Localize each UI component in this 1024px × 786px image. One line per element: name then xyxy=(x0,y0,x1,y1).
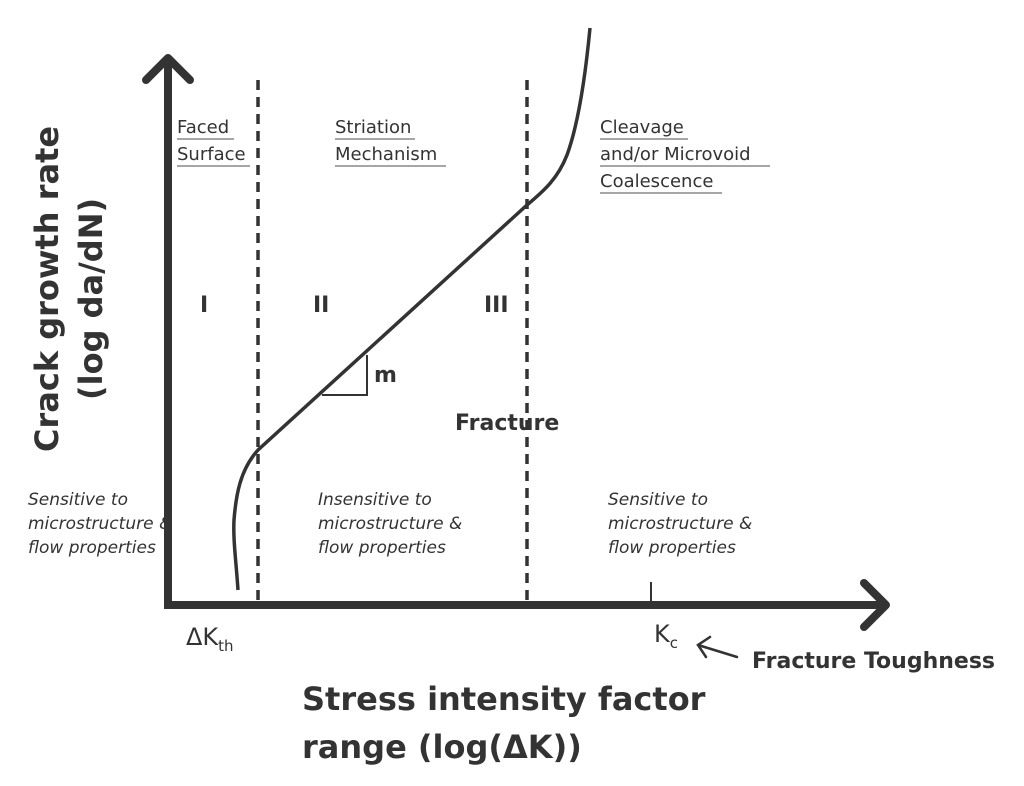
sensitivity-left: Sensitive to microstructure & flow prope… xyxy=(28,490,172,558)
note-line: Sensitive to xyxy=(28,490,128,510)
mechanism-text: Coalescence xyxy=(600,171,713,192)
region-label-2: II xyxy=(313,293,329,318)
crack-growth-curve xyxy=(232,27,592,591)
arrow-left-icon xyxy=(696,635,739,659)
slope-triangle xyxy=(322,355,368,396)
mechanism-text: Faced xyxy=(177,117,229,138)
mechanism-region2: Striation Mechanism xyxy=(335,117,446,167)
mechanism-text: Mechanism xyxy=(335,144,437,165)
note-line: Sensitive to xyxy=(608,490,708,510)
threshold-tick-label: ΔKth xyxy=(186,623,234,655)
y-axis-title-line1: Crack growth rate xyxy=(28,126,66,452)
note-line: microstructure & xyxy=(318,514,462,534)
fracture-label: Fracture xyxy=(455,411,559,436)
kc-tick-label: Kc xyxy=(654,620,678,652)
mechanism-region1: Faced Surface xyxy=(177,117,250,167)
mechanism-text: Cleavage xyxy=(600,117,684,138)
note-line: Insensitive to xyxy=(318,490,432,510)
note-line: microstructure & xyxy=(608,514,752,534)
slope-label: m xyxy=(374,363,397,388)
x-axis-arrowhead xyxy=(860,579,890,631)
fracture-toughness-label: Fracture Toughness xyxy=(752,649,995,674)
mechanism-text: Striation xyxy=(335,117,411,138)
y-axis-arrowhead xyxy=(142,54,194,84)
x-axis-title-line2: range (log(ΔK)) xyxy=(302,728,582,766)
x-axis-title-line1: Stress intensity factor xyxy=(302,680,706,718)
note-line: flow properties xyxy=(608,538,736,558)
mechanism-text: and/or Microvoid xyxy=(600,144,751,165)
note-line: flow properties xyxy=(318,538,446,558)
mechanism-region3: Cleavage and/or Microvoid Coalescence xyxy=(600,117,770,194)
note-line: microstructure & xyxy=(28,514,172,534)
sensitivity-middle: Insensitive to microstructure & flow pro… xyxy=(318,490,462,558)
mechanism-text: Surface xyxy=(177,144,246,165)
sensitivity-right: Sensitive to microstructure & flow prope… xyxy=(608,490,752,558)
region-label-1: I xyxy=(200,293,208,318)
region-label-3: III xyxy=(484,293,509,318)
y-axis-title-line2: (log da/dN) xyxy=(72,198,110,400)
note-line: flow properties xyxy=(28,538,156,558)
